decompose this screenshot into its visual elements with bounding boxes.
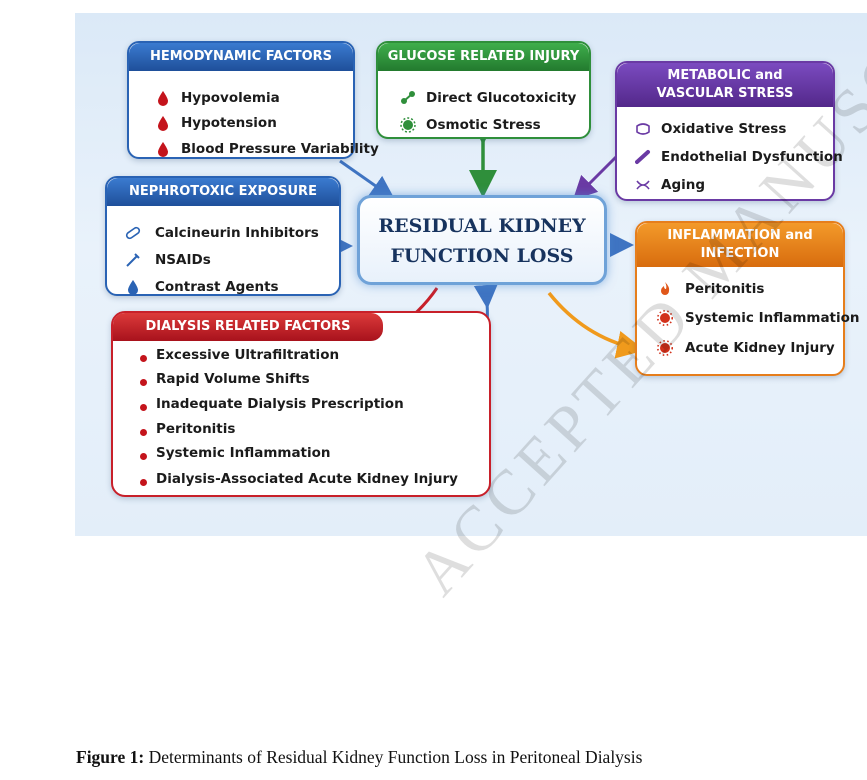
dialysis-item-3: Inadequate Dialysis Prescription: [156, 396, 404, 412]
nephrotoxic-item-2: NSAIDs: [155, 252, 211, 268]
bullet-dot-icon: [140, 404, 147, 411]
dialysis-item-1: Excessive Ultrafiltration: [156, 347, 340, 363]
glucose-item-2: Osmotic Stress: [426, 117, 541, 133]
inflammation-item-3: Acute Kidney Injury: [685, 340, 835, 356]
vessel-icon: [635, 150, 650, 164]
dialysis-item-6: Dialysis-Associated Acute Kidney Injury: [156, 471, 458, 487]
metabolic-title-line2: VASCULAR STRESS: [656, 86, 794, 101]
metabolic-item-1: Oxidative Stress: [661, 121, 787, 137]
hemodynamic-item-2: Hypotension: [181, 115, 277, 131]
caption-label: Figure 1:: [76, 747, 145, 767]
blood-drop-icon: [158, 142, 168, 157]
dialysis-box: DIALYSIS RELATED FACTORS Excessive Ultra…: [111, 311, 491, 497]
inflammation-title: INFLAMMATION and INFECTION: [637, 223, 843, 267]
figure-diagram: HEMODYNAMIC FACTORS Hypovolemia Hypotens…: [75, 13, 867, 536]
inflammation-item-1: Peritonitis: [685, 281, 765, 297]
center-box: RESIDUAL KIDNEY FUNCTION LOSS: [357, 195, 607, 285]
dna-icon: [636, 180, 650, 190]
dialysis-title: DIALYSIS RELATED FACTORS: [113, 313, 383, 341]
blood-drop-icon: [158, 116, 168, 131]
inflammation-title-line1: INFLAMMATION and: [667, 228, 813, 243]
dialysis-item-5: Systemic Inflammation: [156, 445, 331, 461]
dialysis-item-2: Rapid Volume Shifts: [156, 371, 310, 387]
arrow-hemodynamic: [339, 159, 395, 200]
pill-icon: [125, 226, 141, 240]
bullet-dot-icon: [140, 453, 147, 460]
molecule-icon: [401, 91, 415, 104]
blood-drop-icon: [158, 91, 168, 106]
metabolic-box: METABOLIC and VASCULAR STRESS Oxidative …: [615, 61, 843, 201]
hemodynamic-title: HEMODYNAMIC FACTORS: [129, 43, 353, 71]
syringe-icon: [126, 253, 140, 267]
glucose-item-1: Direct Glucotoxicity: [426, 90, 577, 106]
cell-icon: [400, 117, 416, 133]
bullet-dot-icon: [140, 355, 147, 362]
inflammation-title-line2: INFECTION: [700, 246, 780, 261]
bullet-dot-icon: [140, 479, 147, 486]
metabolic-title: METABOLIC and VASCULAR STRESS: [617, 63, 833, 107]
glucose-title: GLUCOSE RELATED INJURY: [378, 43, 589, 71]
metabolic-item-3: Aging: [661, 177, 706, 193]
figure-caption: Figure 1: Determinants of Residual Kidne…: [76, 747, 642, 768]
arrow-aki: [547, 291, 645, 359]
glucose-box: GLUCOSE RELATED INJURY Direct Glucotoxic…: [376, 41, 591, 139]
inflammation-item-2: Systemic Inflammation: [685, 310, 860, 326]
dialysis-item-4: Peritonitis: [156, 421, 236, 437]
center-title-line1: RESIDUAL KIDNEY: [378, 215, 586, 237]
nephrotoxic-item-3: Contrast Agents: [155, 279, 279, 295]
flame-icon: [661, 282, 670, 295]
caption-text: Determinants of Residual Kidney Function…: [144, 747, 643, 767]
virus-icon: [657, 340, 673, 356]
nephrotoxic-box: NEPHROTOXIC EXPOSURE Calcineurin Inhibit…: [105, 176, 341, 296]
virus-icon: [657, 310, 673, 326]
hemodynamic-item-3: Blood Pressure Variability: [181, 141, 379, 157]
bullet-dot-icon: [140, 429, 147, 436]
hemodynamic-box: HEMODYNAMIC FACTORS Hypovolemia Hypotens…: [127, 41, 379, 159]
nephrotoxic-title: NEPHROTOXIC EXPOSURE: [107, 178, 339, 206]
arrow-metabolic: [572, 151, 622, 201]
hemodynamic-item-1: Hypovolemia: [181, 90, 280, 106]
center-title-line2: FUNCTION LOSS: [390, 245, 574, 267]
drop-icon: [128, 280, 138, 295]
nephrotoxic-item-1: Calcineurin Inhibitors: [155, 225, 319, 241]
metabolic-title-line1: METABOLIC and: [667, 68, 783, 83]
inflammation-box: INFLAMMATION and INFECTION Peritonitis S…: [635, 221, 860, 376]
metabolic-item-2: Endothelial Dysfunction: [661, 149, 843, 165]
vessel-icon: [636, 123, 650, 135]
bullet-dot-icon: [140, 379, 147, 386]
